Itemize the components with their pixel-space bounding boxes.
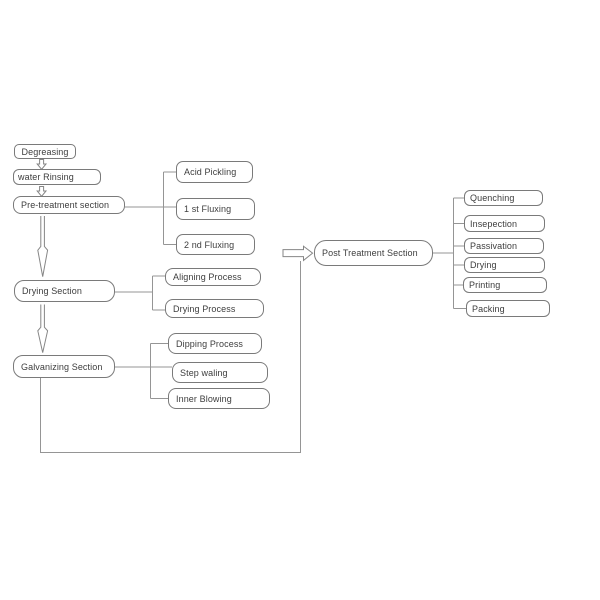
node-printing: Printing	[463, 277, 547, 293]
down-arrow-pretreatment-to-drying-icon	[37, 216, 49, 277]
node-degreasing: Degreasing	[14, 144, 76, 159]
node-step-waling: Step waling	[172, 362, 268, 383]
pre-treatment-bracket-connector	[125, 171, 176, 245]
down-arrow-degreasing-to-rinsing-icon	[36, 159, 48, 171]
node-passivation: Passivation	[464, 238, 544, 254]
node-packing: Packing	[466, 300, 550, 317]
node-drying-step: Drying	[464, 257, 545, 273]
galvanizing-bracket-connector	[115, 343, 172, 399]
node-acid-pickling: Acid Pickling	[176, 161, 253, 183]
node-dipping-process: Dipping Process	[168, 333, 262, 354]
drying-bracket-connector	[115, 275, 165, 311]
post-treatment-bracket-connector	[433, 197, 466, 309]
node-water-rinsing: water Rinsing	[13, 169, 101, 185]
node-first-fluxing: 1 st Fluxing	[176, 198, 255, 220]
node-second-fluxing: 2 nd Fluxing	[176, 234, 255, 255]
node-inner-blowing: Inner Blowing	[168, 388, 270, 409]
down-arrow-drying-to-galvanizing-icon	[37, 304, 49, 353]
node-insepection: Insepection	[464, 215, 545, 232]
down-arrow-rinsing-to-pretreatment-icon	[36, 186, 48, 198]
node-quenching: Quenching	[464, 190, 543, 206]
node-drying-process: Drying Process	[165, 299, 264, 318]
galvanizing-to-post-treatment-connector	[40, 261, 301, 453]
node-galvanizing-section: Galvanizing Section	[13, 355, 115, 378]
node-pre-treatment-section: Pre-treatment section	[13, 196, 125, 214]
node-drying-section: Drying Section	[14, 280, 115, 302]
node-post-treatment-section: Post Treatment Section	[314, 240, 433, 266]
right-arrow-into-post-treatment-icon	[282, 245, 314, 262]
node-aligning-process: Aligning Process	[165, 268, 261, 286]
